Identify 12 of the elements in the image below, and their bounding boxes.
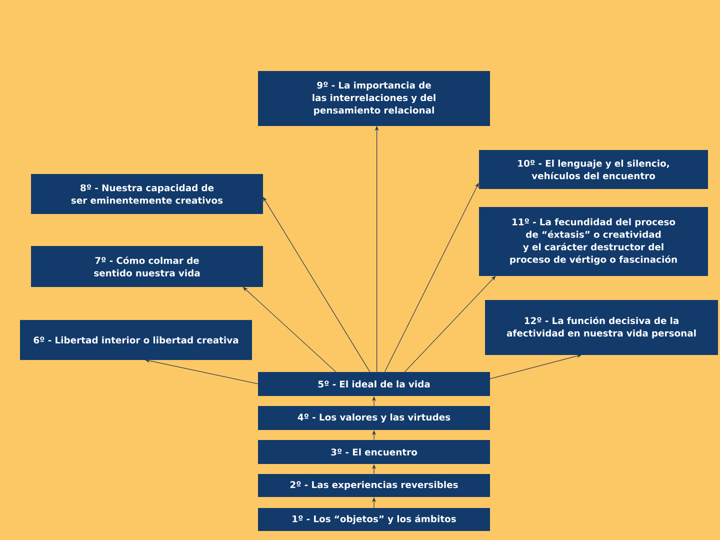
topic-box: 1º - Los “objetos” y los ámbitos <box>258 508 490 531</box>
topic-box: 10º - El lenguaje y el silencio, vehículos del encuentro <box>479 150 708 189</box>
topic-box: 6º - Libertad interior o libertad creativa <box>20 320 252 360</box>
topic-box: 12º - La función decisiva de la afectividad en nuestra vida personal <box>485 300 718 355</box>
topic-box: 9º - La importancia de las interrelaciones y del pensamiento relacional <box>258 71 490 126</box>
topic-box: 2º - Las experiencias reversibles <box>258 474 490 497</box>
topic-box: 11º - La fecundidad del proceso de “éxtasis” o creatividad y el carácter destructor del proceso de vértigo o fascinación <box>479 206 708 276</box>
topic-box: 8º - Nuestra capacidad de ser eminentemente creativos <box>31 174 263 214</box>
topic-box: 7º - Cómo colmar de sentido nuestra vida <box>31 246 263 287</box>
topic-box: 5º - El ideal de la vida <box>258 372 490 396</box>
topic-box: 3º - El encuentro <box>258 440 490 464</box>
topic-box: 4º - Los valores y las virtudes <box>258 406 490 430</box>
